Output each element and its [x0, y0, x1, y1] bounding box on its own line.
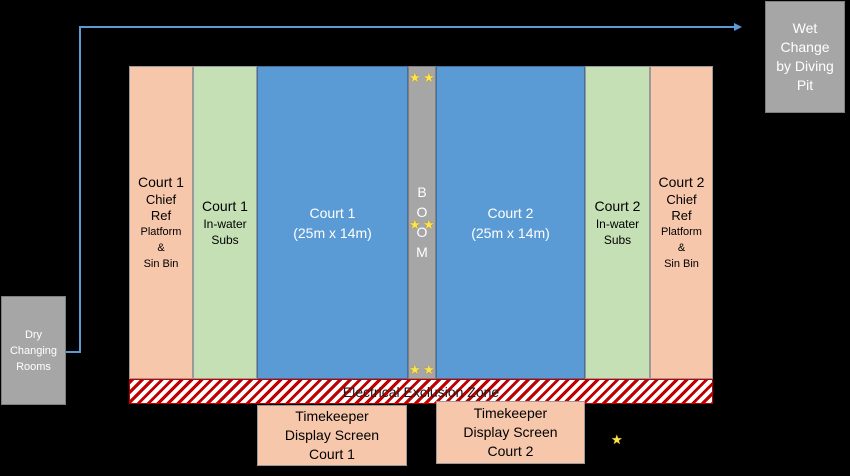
boom-letter-m: M: [416, 244, 428, 260]
court1-ref-label-6: Sin Bin: [143, 258, 179, 270]
court1-subs-label-3: Subs: [211, 233, 239, 247]
wet-change-box: Wet Change by Diving Pit: [765, 1, 845, 113]
timekeeper1-label-3: Court 1: [309, 446, 355, 462]
boom-divider: [408, 66, 436, 379]
boom-letter-o1: O: [416, 204, 428, 220]
boom-letter-o2: O: [416, 224, 428, 240]
court1-ref-label-2: Chief: [145, 192, 177, 207]
timekeeper2-label-1: Timekeeper: [473, 405, 548, 421]
court1-area: Court 1 (25m x 14m): [257, 66, 408, 379]
boom-letter-b: B: [417, 184, 427, 200]
star-icon: ★: [423, 362, 435, 377]
court1-subs-label-2: In-water: [203, 217, 247, 231]
court2-ref-label-1: Court 2: [658, 174, 705, 190]
court2-label-1: Court 2: [487, 204, 534, 221]
timekeeper2-label-2: Display Screen: [463, 424, 558, 440]
star-icon: ★: [409, 217, 421, 232]
dry-changing-box: Dry Changing Rooms: [1, 296, 66, 405]
timekeeper1-label-2: Display Screen: [284, 427, 380, 443]
court2-subs-label-1: Court 2: [594, 198, 641, 214]
court2-ref-label-3: Ref: [671, 208, 692, 223]
wet-change-label-3: by Diving: [776, 58, 834, 74]
wet-change-label-1: Wet: [792, 20, 818, 36]
court2-ref-label-2: Chief: [666, 192, 697, 207]
star-icon: ★: [409, 362, 421, 377]
court2-subs-label-3: Subs: [603, 233, 632, 247]
court1-subs-area: Court 1 In-water Subs: [193, 66, 257, 379]
star-icon: ★: [423, 217, 435, 232]
court1-ref-label-1: Court 1: [138, 174, 184, 190]
court2-ref-platform: Court 2 Chief Ref Platform & Sin Bin: [650, 66, 713, 379]
court2-ref-label-4: Platform: [661, 226, 702, 238]
star-icon: ★: [409, 70, 421, 85]
wet-change-label-4: Pit: [796, 77, 814, 93]
dry-changing-label-2: Changing: [9, 344, 58, 357]
court1-subs-label-1: Court 1: [202, 198, 248, 214]
court1-ref-label-3: Ref: [150, 208, 172, 223]
route-arrowhead: [734, 23, 742, 31]
route-path: [66, 26, 738, 353]
court2-ref-label-5: &: [677, 242, 686, 254]
timekeeper-screen-court2: Timekeeper Display Screen Court 2: [436, 401, 585, 464]
court2-area: Court 2 (25m x 14m): [436, 66, 585, 379]
court1-ref-label-5: &: [157, 242, 165, 254]
court1-ref-platform: Court 1 Chief Ref Platform & Sin Bin: [129, 66, 193, 379]
court1-ref-label-4: Platform: [140, 226, 182, 238]
dry-changing-label-1: Dry: [24, 328, 43, 341]
court2-subs-area: Court 2 In-water Subs: [585, 66, 650, 379]
court1-label-1: Court 1: [309, 204, 356, 221]
court1-label-2: (25m x 14m): [293, 224, 372, 241]
wet-change-label-2: Change: [780, 39, 830, 55]
electrical-exclusion-zone: Electrical Exclusion Zone: [129, 379, 713, 404]
dry-changing-label-3: Rooms: [16, 360, 51, 373]
court2-ref-label-6: Sin Bin: [664, 258, 699, 270]
star-icon: ★: [611, 432, 623, 447]
timekeeper1-label-1: Timekeeper: [295, 408, 369, 424]
timekeeper2-label-3: Court 2: [487, 443, 534, 459]
exclusion-zone-label: Electrical Exclusion Zone: [342, 383, 500, 400]
court2-subs-label-2: In-water: [595, 217, 640, 231]
timekeeper-screen-court1: Timekeeper Display Screen Court 1: [257, 405, 407, 466]
star-icon: ★: [423, 70, 435, 85]
court2-label-2: (25m x 14m): [471, 224, 550, 241]
